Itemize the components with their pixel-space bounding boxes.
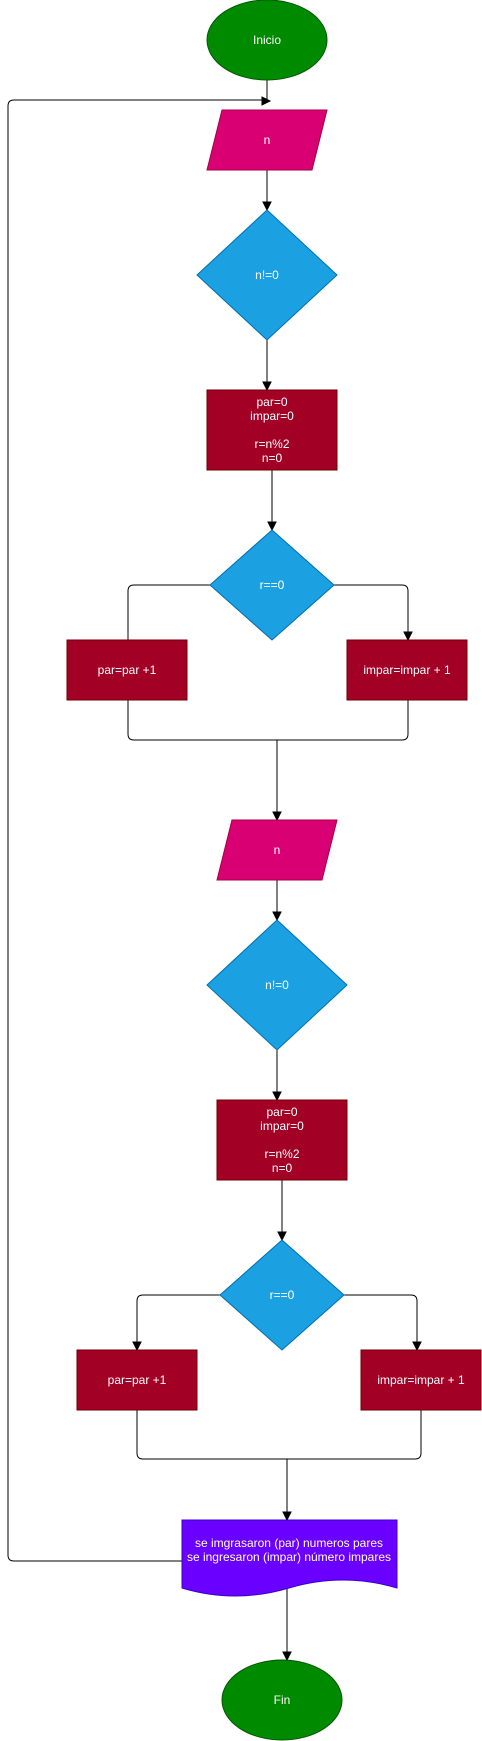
init-1-line-1: par=0	[256, 395, 287, 409]
process-node-init-2: par=0 impar=0 r=n%2 n=0	[216, 1099, 348, 1181]
start-label: Inicio	[253, 33, 281, 47]
arrowhead-merge1-to-input2	[272, 811, 282, 822]
init-2-line-4: n=0	[272, 1161, 293, 1175]
input-2-label: n	[274, 843, 281, 857]
input-node-1: n	[206, 109, 328, 171]
par-1-label: par=par +1	[98, 663, 157, 677]
process-node-par-2: par=par +1	[76, 1349, 198, 1411]
end-node: Fin	[221, 1659, 343, 1741]
decision-node-check-2: r==0	[219, 1239, 345, 1351]
start-terminal-shape	[206, 0, 328, 81]
process-init-2-box	[216, 1099, 348, 1181]
input-node-2: n	[216, 819, 338, 881]
edge-check1-to-impar1	[334, 584, 409, 633]
arrowhead-init1-to-check1	[267, 521, 277, 532]
decision-check-1-label: r==0	[260, 578, 285, 592]
output-line-2: se ingresaron (impar) número impares	[187, 1550, 391, 1564]
edge-check2-to-par2	[136, 1294, 220, 1343]
decision-2-label: n!=0	[265, 978, 289, 992]
decision-1-label: n!=0	[255, 268, 279, 282]
arrowhead-init2-to-check2	[277, 1231, 287, 1242]
start-node: Inicio	[206, 0, 328, 81]
arrowhead-check1-to-impar1	[403, 631, 413, 642]
init-1-line-2: impar=0	[250, 409, 294, 423]
arrowhead-output-to-fin	[282, 1651, 292, 1662]
arrowhead-input1-to-cond1	[262, 201, 272, 212]
process-init-1-box	[206, 389, 338, 471]
arrowhead-cond2-to-init2	[272, 1091, 282, 1102]
process-node-impar-1: impar=impar + 1	[346, 639, 468, 701]
decision-1-diamond	[196, 209, 338, 341]
edge-merge2	[136, 1410, 422, 1460]
init-1-line-3: r=n%2	[254, 437, 289, 451]
input-1-label: n	[264, 133, 271, 147]
edge-merge1	[127, 700, 409, 741]
impar-2-label: impar=impar + 1	[377, 1373, 465, 1387]
end-label: Fin	[274, 1693, 291, 1707]
end-terminal-shape	[221, 1659, 343, 1741]
impar-1-label: impar=impar + 1	[363, 663, 451, 677]
input-2-parallelogram	[216, 819, 338, 881]
input-1-parallelogram	[206, 109, 328, 171]
par-2-label: par=par +1	[108, 1373, 167, 1387]
edge-check2-to-impar2	[344, 1294, 418, 1343]
init-2-line-1: par=0	[266, 1105, 297, 1119]
arrowhead-check2-to-impar2	[412, 1341, 422, 1352]
arrowhead-input2-to-cond2	[272, 911, 282, 922]
process-impar-2-box	[360, 1349, 482, 1411]
arrowhead-cond1-to-init1	[262, 381, 272, 392]
process-node-par-1: par=par +1	[66, 639, 188, 701]
decision-check-1-diamond	[209, 529, 335, 641]
edge-loop-back	[7, 99, 262, 1562]
init-1-line-4: n=0	[262, 451, 283, 465]
edge-check1-to-par1	[127, 584, 210, 640]
decision-check-2-diamond	[219, 1239, 345, 1351]
process-par-1-box	[66, 639, 188, 701]
process-par-2-box	[76, 1349, 198, 1411]
edges	[7, 80, 422, 1662]
arrowhead-check2-to-par2	[132, 1341, 142, 1352]
decision-node-check-1: r==0	[209, 529, 335, 641]
output-line-1: se imgrasaron (par) numeros pares	[195, 1536, 383, 1550]
process-node-impar-2: impar=impar + 1	[360, 1349, 482, 1411]
init-2-line-3: r=n%2	[264, 1147, 299, 1161]
init-2-line-2: impar=0	[260, 1119, 304, 1133]
decision-node-2: n!=0	[206, 919, 348, 1051]
decision-2-diamond	[206, 919, 348, 1051]
process-impar-1-box	[346, 639, 468, 701]
decision-check-2-label: r==0	[270, 1288, 295, 1302]
decision-node-1: n!=0	[196, 209, 338, 341]
output-document-shape	[181, 1519, 398, 1597]
process-node-init-1: par=0 impar=0 r=n%2 n=0	[206, 389, 338, 471]
arrowhead-merge2-to-output	[282, 1511, 292, 1522]
output-document-node: se imgrasaron (par) numeros pares se ing…	[181, 1519, 398, 1597]
arrowhead-loop-back	[261, 96, 272, 106]
